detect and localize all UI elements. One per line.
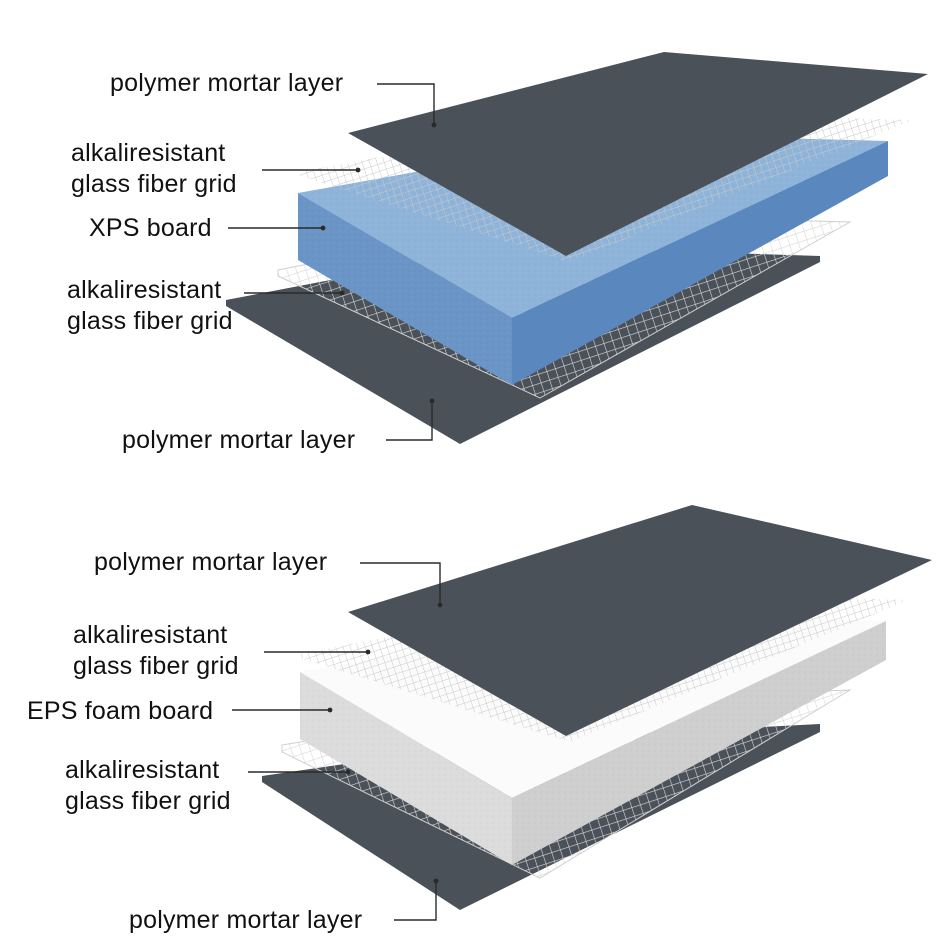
label-text-line-1: alkaliresistant	[67, 276, 222, 304]
label-text-line-2: glass fiber grid	[71, 170, 237, 198]
label-top-mortar: polymer mortar layer	[110, 68, 343, 99]
label-text: polymer mortar layer	[122, 426, 356, 454]
label-text-line-2: glass fiber grid	[65, 787, 231, 815]
label-board: XPS board	[89, 213, 212, 244]
label-text: XPS board	[89, 214, 212, 242]
eps-top-mortar-layer	[348, 505, 932, 736]
label-top-grid: alkaliresistant glass fiber grid	[71, 138, 237, 200]
leader-top-mortar	[360, 562, 441, 604]
label-top-mortar: polymer mortar layer	[94, 547, 327, 578]
leader-top-mortar	[377, 83, 435, 124]
label-text-line-2: glass fiber grid	[73, 652, 239, 680]
eps-leader-lines	[232, 562, 443, 921]
leader-bottom-mortar	[386, 402, 433, 441]
label-bottom-grid: alkaliresistant glass fiber grid	[67, 275, 233, 337]
label-text: polymer mortar layer	[94, 548, 328, 576]
label-text: polymer mortar layer	[129, 906, 363, 934]
label-text-line-2: glass fiber grid	[67, 307, 233, 335]
label-top-grid: alkaliresistant glass fiber grid	[73, 620, 239, 682]
leader-bottom-mortar	[394, 882, 437, 921]
label-text-line-1: alkaliresistant	[65, 756, 220, 784]
eps-diagram	[232, 505, 932, 921]
label-board: EPS foam board	[27, 696, 213, 727]
label-text: polymer mortar layer	[110, 69, 344, 97]
label-bottom-mortar: polymer mortar layer	[122, 425, 355, 456]
xps-leader-lines	[228, 83, 437, 441]
label-bottom-grid: alkaliresistant glass fiber grid	[65, 755, 231, 817]
xps-top-mortar-layer	[348, 52, 928, 256]
label-bottom-mortar: polymer mortar layer	[129, 905, 362, 936]
label-text-line-1: alkaliresistant	[71, 139, 226, 167]
xps-diagram	[226, 52, 928, 444]
label-text-line-1: alkaliresistant	[73, 621, 228, 649]
label-text: EPS foam board	[27, 697, 214, 725]
